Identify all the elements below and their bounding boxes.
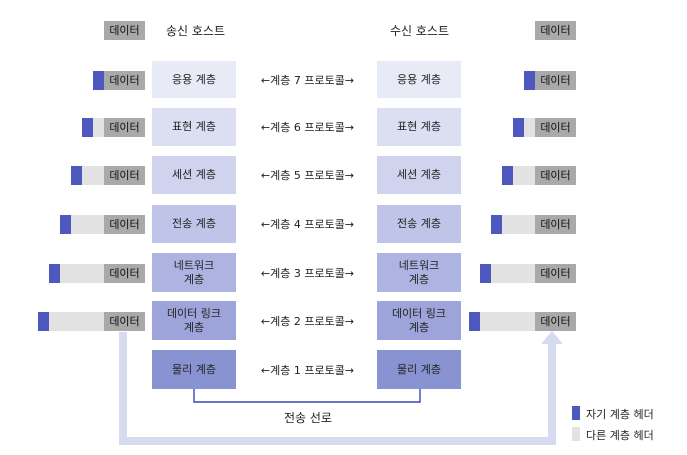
receiver-other-headers-6: [524, 118, 535, 137]
receiver-layer-4: 전송 계층: [377, 205, 461, 243]
sender-layer-6: 표현 계층: [152, 108, 236, 146]
sender-other-headers-5: [82, 166, 104, 185]
receiver-own-header-2: [469, 311, 480, 331]
receiver-own-header-4: [491, 215, 502, 234]
receiver-data-label-6: 데이터: [535, 118, 576, 137]
right-arrow-icon: →: [344, 266, 355, 280]
receiver-layer-6: 표현 계층: [377, 108, 461, 146]
sender-own-header-3: [49, 263, 60, 283]
receiver-own-header-6: [513, 118, 524, 137]
left-arrow-icon: ←: [260, 218, 271, 231]
sender-data-label-2: 데이터: [104, 311, 145, 331]
sender-layer-3: 네트워크 계층: [152, 253, 236, 292]
protocol-text: 계층 2 프로토콜: [270, 314, 345, 328]
own-header-legend-label: 자기 계층 헤더: [586, 408, 654, 421]
left-arrow-icon: ←: [260, 363, 271, 377]
right-arrow-icon: →: [344, 314, 355, 328]
sender-data-label-6: 데이터: [104, 118, 145, 137]
right-arrow-icon: →: [344, 73, 355, 87]
own-header-swatch: [572, 406, 580, 420]
left-arrow-icon: ←: [260, 169, 271, 182]
sender-top-data-label: 데이터: [104, 21, 145, 40]
sender-other-headers-6: [93, 118, 104, 137]
sender-data-label-3: 데이터: [104, 263, 145, 283]
sender-other-headers-2: [49, 311, 104, 331]
left-arrow-icon: ←: [260, 73, 271, 87]
receiver-other-headers-2: [480, 311, 535, 331]
sender-layer-2: 데이터 링크 계층: [152, 301, 236, 340]
transmission-line: [193, 388, 421, 403]
left-arrow-icon: ←: [260, 314, 271, 328]
receiver-layer-7: 응용 계층: [377, 61, 461, 98]
receiver-layer-1: 물리 계층: [377, 350, 461, 389]
protocol-text: 계층 3 프로토콜: [270, 266, 345, 280]
sender-other-headers-3: [60, 263, 104, 283]
protocol-label-4: ←계층 4 프로토콜→: [245, 216, 370, 232]
protocol-label-3: ←계층 3 프로토콜→: [245, 265, 370, 281]
other-header-legend-label: 다른 계층 헤더: [586, 429, 654, 442]
right-arrow-icon: →: [344, 169, 355, 182]
right-arrow-icon: →: [344, 218, 355, 231]
receiver-own-header-5: [502, 166, 513, 185]
protocol-label-2: ←계층 2 프로토콜→: [245, 313, 370, 329]
protocol-text: 계층 4 프로토콜: [270, 218, 345, 231]
receiver-data-label-3: 데이터: [535, 263, 576, 283]
receiver-other-headers-3: [491, 263, 535, 283]
sender-own-header-6: [82, 118, 93, 137]
sender-data-label-4: 데이터: [104, 215, 145, 234]
protocol-label-1: ←계층 1 프로토콜→: [245, 362, 370, 378]
protocol-text: 계층 6 프로토콜: [270, 121, 345, 134]
sender-own-header-5: [71, 166, 82, 185]
protocol-label-7: ←계층 7 프로토콜→: [245, 72, 370, 88]
receiver-own-header-3: [480, 263, 491, 283]
receiver-data-label-2: 데이터: [535, 311, 576, 331]
receiver-other-headers-5: [513, 166, 535, 185]
protocol-text: 계층 5 프로토콜: [270, 169, 345, 182]
receiver-host-title: 수신 호스트: [390, 24, 450, 38]
sender-layer-1: 물리 계층: [152, 350, 236, 389]
receiver-layer-5: 세션 계층: [377, 156, 461, 194]
protocol-label-5: ←계층 5 프로토콜→: [245, 167, 370, 183]
receiver-layer-2: 데이터 링크 계층: [377, 301, 461, 340]
protocol-text: 계층 7 프로토콜: [270, 73, 345, 87]
sender-other-headers-4: [71, 215, 104, 234]
right-arrow-icon: →: [344, 121, 355, 134]
receiver-data-label-7: 데이터: [535, 70, 576, 90]
left-arrow-icon: ←: [260, 121, 271, 134]
receiver-data-label-5: 데이터: [535, 166, 576, 185]
left-arrow-icon: ←: [260, 266, 271, 280]
receiver-top-data-label: 데이터: [535, 21, 576, 40]
other-header-swatch: [572, 427, 580, 441]
protocol-text: 계층 1 프로토콜: [270, 363, 345, 377]
sender-own-header-4: [60, 215, 71, 234]
protocol-label-6: ←계층 6 프로토콜→: [245, 119, 370, 135]
sender-layer-5: 세션 계층: [152, 156, 236, 194]
sender-layer-7: 응용 계층: [152, 61, 236, 98]
sender-data-label-5: 데이터: [104, 166, 145, 185]
receiver-own-header-7: [524, 70, 535, 90]
sender-own-header-2: [38, 311, 49, 331]
receiver-other-headers-4: [502, 215, 535, 234]
receiver-data-label-4: 데이터: [535, 215, 576, 234]
sender-own-header-7: [93, 70, 104, 90]
receiver-layer-3: 네트워크 계층: [377, 253, 461, 292]
right-arrow-icon: →: [344, 363, 355, 377]
sender-host-title: 송신 호스트: [166, 24, 226, 38]
sender-layer-4: 전송 계층: [152, 205, 236, 243]
sender-data-label-7: 데이터: [104, 70, 145, 90]
transmission-line-label: 전송 선로: [284, 411, 332, 425]
